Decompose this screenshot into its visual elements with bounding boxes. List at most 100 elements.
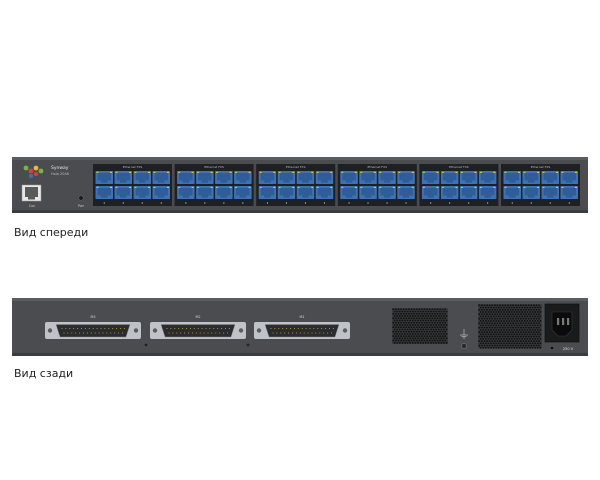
port-index-mark (103, 202, 105, 204)
rj45-port[interactable] (421, 186, 440, 199)
rj45-port[interactable] (522, 186, 541, 199)
port-index-mark (405, 202, 407, 204)
vent-grille-right (478, 304, 542, 349)
port-index-mark (242, 202, 244, 204)
rj45-port[interactable] (459, 171, 478, 184)
ethernet-port-group: Ethernet FXS (256, 164, 336, 206)
console-label: Con (29, 204, 35, 208)
port-index-mark (530, 202, 532, 204)
rj45-port[interactable] (378, 186, 396, 199)
port-index-mark (160, 202, 162, 204)
rj45-port[interactable] (196, 171, 214, 184)
power-switch-icon[interactable] (550, 346, 555, 351)
port-group-label: Ethernet FXS (204, 165, 224, 169)
rj45-port[interactable] (95, 171, 114, 184)
connector-label: M3 (90, 315, 95, 319)
rj45-port[interactable] (114, 171, 133, 184)
dsub-connector[interactable]: M3 (45, 315, 141, 339)
rj45-port[interactable] (359, 186, 377, 199)
port-index-mark (430, 202, 432, 204)
rj45-port[interactable] (95, 186, 114, 199)
port-index-mark (204, 202, 206, 204)
rj45-port[interactable] (440, 186, 459, 199)
power-label: Pwr (78, 204, 85, 208)
rj45-port[interactable] (277, 171, 296, 184)
rj45-port[interactable] (296, 186, 315, 199)
rj45-port[interactable] (114, 186, 133, 199)
connector-label: M1 (299, 315, 304, 319)
dsub-connector[interactable]: M2 (150, 315, 246, 339)
ground-terminal-icon (460, 329, 468, 349)
port-group-label: Ethernet FXS (449, 165, 469, 169)
front-top-edge (12, 157, 588, 160)
rear-panel-drawing: M3 M2 M1 250 V (12, 298, 588, 356)
rj45-port[interactable] (177, 186, 195, 199)
port-index-mark (122, 202, 124, 204)
rj45-port[interactable] (215, 171, 233, 184)
rj45-port[interactable] (133, 186, 152, 199)
port-index-mark (449, 202, 451, 204)
rj45-port[interactable] (560, 171, 579, 184)
rj45-port[interactable] (421, 171, 440, 184)
port-index-mark (223, 202, 225, 204)
rj45-port[interactable] (440, 171, 459, 184)
rj45-port[interactable] (560, 186, 579, 199)
rj45-port[interactable] (277, 186, 296, 199)
front-bottom-edge (12, 210, 588, 213)
rj45-port[interactable] (133, 171, 152, 184)
rj45-port[interactable] (315, 171, 334, 184)
rear-bottom-edge (12, 353, 588, 356)
rear-panel: M3 M2 M1 250 V (12, 298, 588, 356)
port-index-mark (323, 202, 325, 204)
rj45-port[interactable] (215, 186, 233, 199)
rj45-port[interactable] (503, 186, 522, 199)
rj45-port[interactable] (152, 186, 171, 199)
rj45-port[interactable] (152, 171, 171, 184)
rj45-port[interactable] (234, 171, 252, 184)
port-group-label: Ethernet FXS (368, 165, 388, 169)
port-index-mark (141, 202, 143, 204)
rj45-port[interactable] (397, 186, 415, 199)
port-group-label: Ethernet FXS (123, 165, 143, 169)
rj45-port[interactable] (177, 171, 195, 184)
rj45-port[interactable] (340, 186, 358, 199)
port-index-mark (304, 202, 306, 204)
port-index-mark (487, 202, 489, 204)
rear-top-edge (12, 298, 588, 301)
vent-grille-left (392, 308, 448, 344)
console-port[interactable] (21, 184, 42, 202)
port-index-mark (468, 202, 470, 204)
rj45-port[interactable] (296, 171, 315, 184)
rj45-port[interactable] (397, 171, 415, 184)
ethernet-port-group: Ethernet FXS (419, 164, 499, 206)
rj45-port[interactable] (340, 171, 358, 184)
power-rating-label: 250 V (563, 347, 574, 351)
front-view-caption: Вид спереди (14, 226, 89, 239)
rj45-port[interactable] (478, 186, 497, 199)
rj45-port[interactable] (503, 171, 522, 184)
rj45-port[interactable] (258, 171, 277, 184)
rj45-port[interactable] (541, 171, 560, 184)
port-index-mark (266, 202, 268, 204)
screw-icon (246, 343, 250, 347)
port-index-mark (285, 202, 287, 204)
power-led-icon (78, 195, 84, 201)
synway-logo-icon (23, 165, 44, 178)
rj45-port[interactable] (459, 186, 478, 199)
port-group-label: Ethernet FXS (531, 165, 551, 169)
rj45-port[interactable] (522, 171, 541, 184)
rj45-port[interactable] (478, 171, 497, 184)
screw-icon (144, 343, 148, 347)
rj45-port[interactable] (315, 186, 334, 199)
dsub-connector[interactable]: M1 (254, 315, 350, 339)
brand-name: Synway (51, 165, 69, 171)
rj45-port[interactable] (359, 171, 377, 184)
port-index-mark (386, 202, 388, 204)
rj45-port[interactable] (234, 186, 252, 199)
rj45-port[interactable] (541, 186, 560, 199)
rj45-port[interactable] (378, 171, 396, 184)
ethernet-port-group: Ethernet FXS (501, 164, 580, 206)
rj45-port[interactable] (258, 186, 277, 199)
power-inlet[interactable] (544, 303, 580, 343)
rj45-port[interactable] (196, 186, 214, 199)
